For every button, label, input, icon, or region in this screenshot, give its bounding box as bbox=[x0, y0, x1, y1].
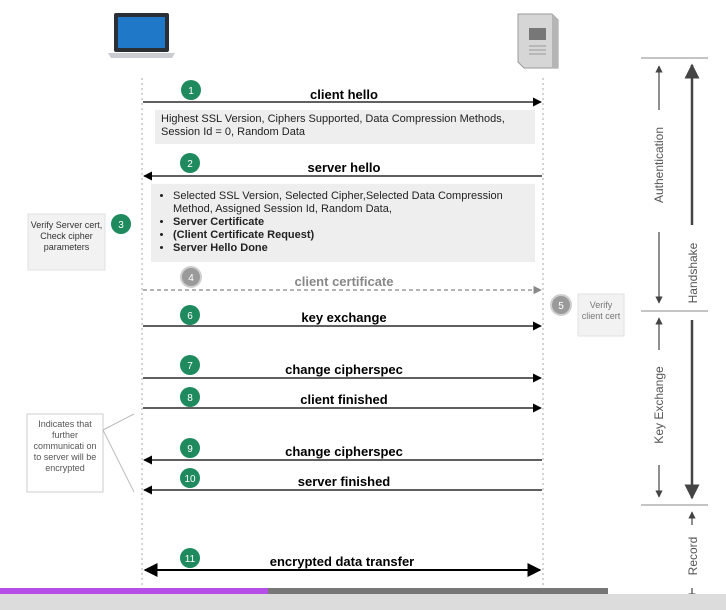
server-icon bbox=[517, 13, 559, 69]
step-badge-8: 8 bbox=[180, 387, 200, 407]
step-badge-4: 4 bbox=[180, 266, 202, 288]
client-hello-details-box: Highest SSL Version, Ciphers Supported, … bbox=[155, 110, 535, 144]
encrypted-note-box bbox=[26, 413, 104, 493]
step-badge-9: 9 bbox=[180, 438, 200, 458]
laptop-icon bbox=[108, 13, 175, 58]
label-client-certificate: client certificate bbox=[295, 274, 394, 289]
svg-text:6: 6 bbox=[187, 311, 193, 322]
svg-text:10: 10 bbox=[184, 474, 196, 485]
server-hello-details-list: Selected SSL Version, Selected Cipher,Se… bbox=[157, 190, 529, 255]
label-server-finished: server finished bbox=[298, 474, 391, 489]
svg-text:9: 9 bbox=[187, 444, 193, 455]
phase-label-authentication: Authentication bbox=[652, 127, 666, 203]
server-hello-detail-item: Server Hello Done bbox=[173, 242, 529, 255]
video-progress-bar[interactable] bbox=[0, 588, 608, 594]
verify-client-note: Verify client cert bbox=[581, 300, 621, 321]
step-badge-6: 6 bbox=[180, 305, 200, 325]
verify-server-note-box bbox=[27, 213, 106, 271]
label-client-finished: client finished bbox=[300, 392, 387, 407]
svg-text:3: 3 bbox=[118, 220, 124, 231]
label-server-hello: server hello bbox=[308, 160, 381, 175]
phase-label-key-exchange: Key Exchange bbox=[652, 366, 666, 444]
video-progress-played bbox=[0, 588, 268, 594]
label-client-hello: client hello bbox=[310, 87, 378, 102]
step-badge-3: 3 bbox=[111, 214, 131, 234]
svg-text:1: 1 bbox=[188, 86, 194, 97]
step-badge-10: 10 bbox=[180, 468, 200, 488]
svg-text:5: 5 bbox=[558, 301, 564, 312]
encrypted-communication-note: Indicates that further communicati on to… bbox=[33, 419, 97, 473]
client-hello-details-text: Highest SSL Version, Ciphers Supported, … bbox=[161, 113, 505, 138]
svg-text:2: 2 bbox=[187, 159, 193, 170]
encrypted-note-bracket-bottom bbox=[102, 429, 135, 493]
step-badge-5: 5 bbox=[550, 294, 572, 316]
step-badge-11: 11 bbox=[180, 548, 200, 568]
svg-text:11: 11 bbox=[185, 554, 196, 565]
server-hello-details-box: Selected SSL Version, Selected Cipher,Se… bbox=[151, 184, 535, 262]
encrypted-note-bracket-top bbox=[102, 413, 135, 431]
phase-label-handshake: Handshake bbox=[686, 242, 700, 303]
video-controls-bar bbox=[0, 594, 726, 610]
label-encrypted-data-transfer: encrypted data transfer bbox=[270, 554, 415, 569]
server-hello-detail-item: Selected SSL Version, Selected Cipher,Se… bbox=[173, 190, 529, 216]
label-change-cipherspec-server: change cipherspec bbox=[285, 444, 403, 459]
svg-text:4: 4 bbox=[188, 273, 194, 284]
svg-text:7: 7 bbox=[187, 361, 193, 372]
step-badge-7: 7 bbox=[180, 355, 200, 375]
verify-server-note: Verify Server cert, Check cipher paramet… bbox=[30, 220, 103, 252]
server-hello-detail-item: (Client Certificate Request) bbox=[173, 229, 529, 242]
label-change-cipherspec-client: change cipherspec bbox=[285, 362, 403, 377]
verify-client-note-box bbox=[577, 293, 625, 337]
step-badge-1: 1 bbox=[181, 80, 201, 100]
phase-label-record: Record bbox=[686, 537, 700, 576]
svg-text:8: 8 bbox=[187, 393, 193, 404]
server-hello-detail-item: Server Certificate bbox=[173, 216, 529, 229]
step-badge-2: 2 bbox=[180, 153, 200, 173]
label-key-exchange: key exchange bbox=[301, 310, 386, 325]
